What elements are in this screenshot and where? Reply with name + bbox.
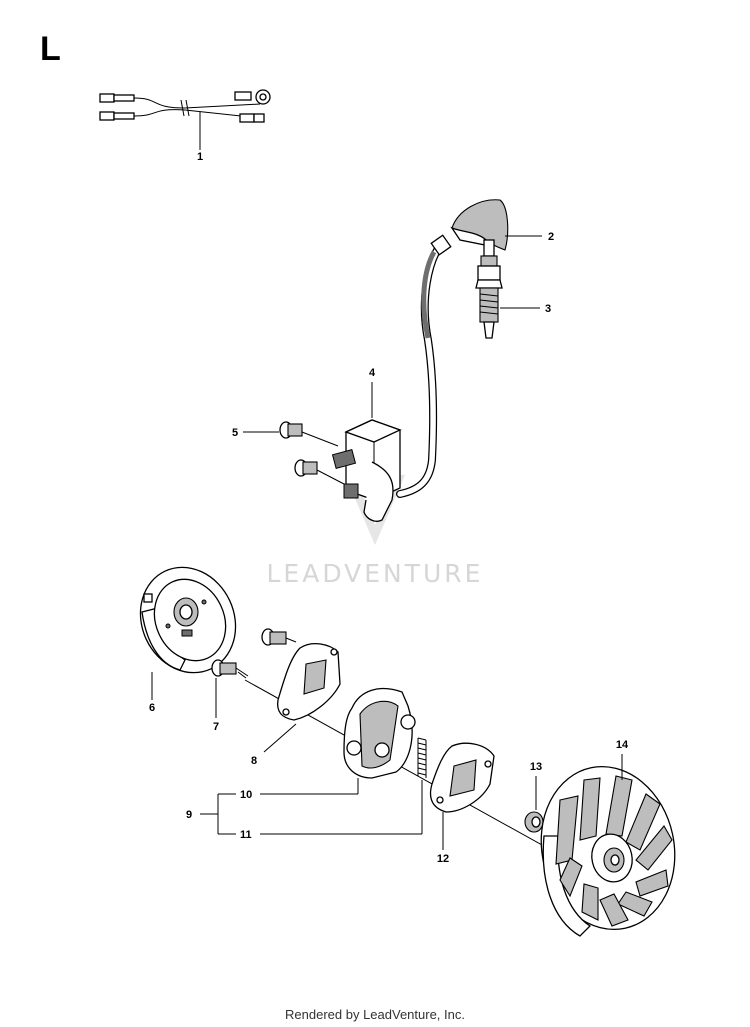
clutch-spring[interactable] <box>260 737 427 835</box>
module-screws[interactable] <box>243 421 345 485</box>
callout-8: 8 <box>251 755 257 767</box>
callout-11: 11 <box>240 829 252 841</box>
flywheel[interactable] <box>526 754 689 942</box>
callout-2: 2 <box>548 231 554 243</box>
callout-6: 6 <box>149 702 155 714</box>
callout-3: 3 <box>545 303 551 315</box>
callout-14: 14 <box>616 739 629 751</box>
ignition-lead <box>396 234 452 498</box>
callout-bracket-9 <box>200 793 236 835</box>
clutch-washer-plate[interactable] <box>263 642 341 753</box>
callout-1: 1 <box>197 151 203 163</box>
callout-4: 4 <box>369 367 376 379</box>
clutch-screws[interactable] <box>211 628 297 718</box>
wire-harness[interactable] <box>99 89 271 150</box>
spark-plug[interactable] <box>475 239 540 339</box>
callout-7: 7 <box>213 721 219 733</box>
callout-12: 12 <box>437 853 449 865</box>
callout-10: 10 <box>240 789 252 801</box>
flywheel-washer-plate[interactable] <box>429 742 495 850</box>
section-letter: L <box>40 30 61 68</box>
spark-plug-boot[interactable] <box>450 199 542 251</box>
callout-13: 13 <box>530 761 542 773</box>
callout-9: 9 <box>186 809 192 821</box>
watermark-text: LEADVENTURE <box>267 559 484 588</box>
clutch-shoe-assembly[interactable] <box>260 687 416 795</box>
ignition-module[interactable] <box>331 382 402 522</box>
footer-text: Rendered by LeadVenture, Inc. <box>285 1007 465 1022</box>
flywheel-nut[interactable] <box>524 776 544 833</box>
clutch-drum[interactable] <box>123 552 252 700</box>
callout-5: 5 <box>232 427 238 439</box>
